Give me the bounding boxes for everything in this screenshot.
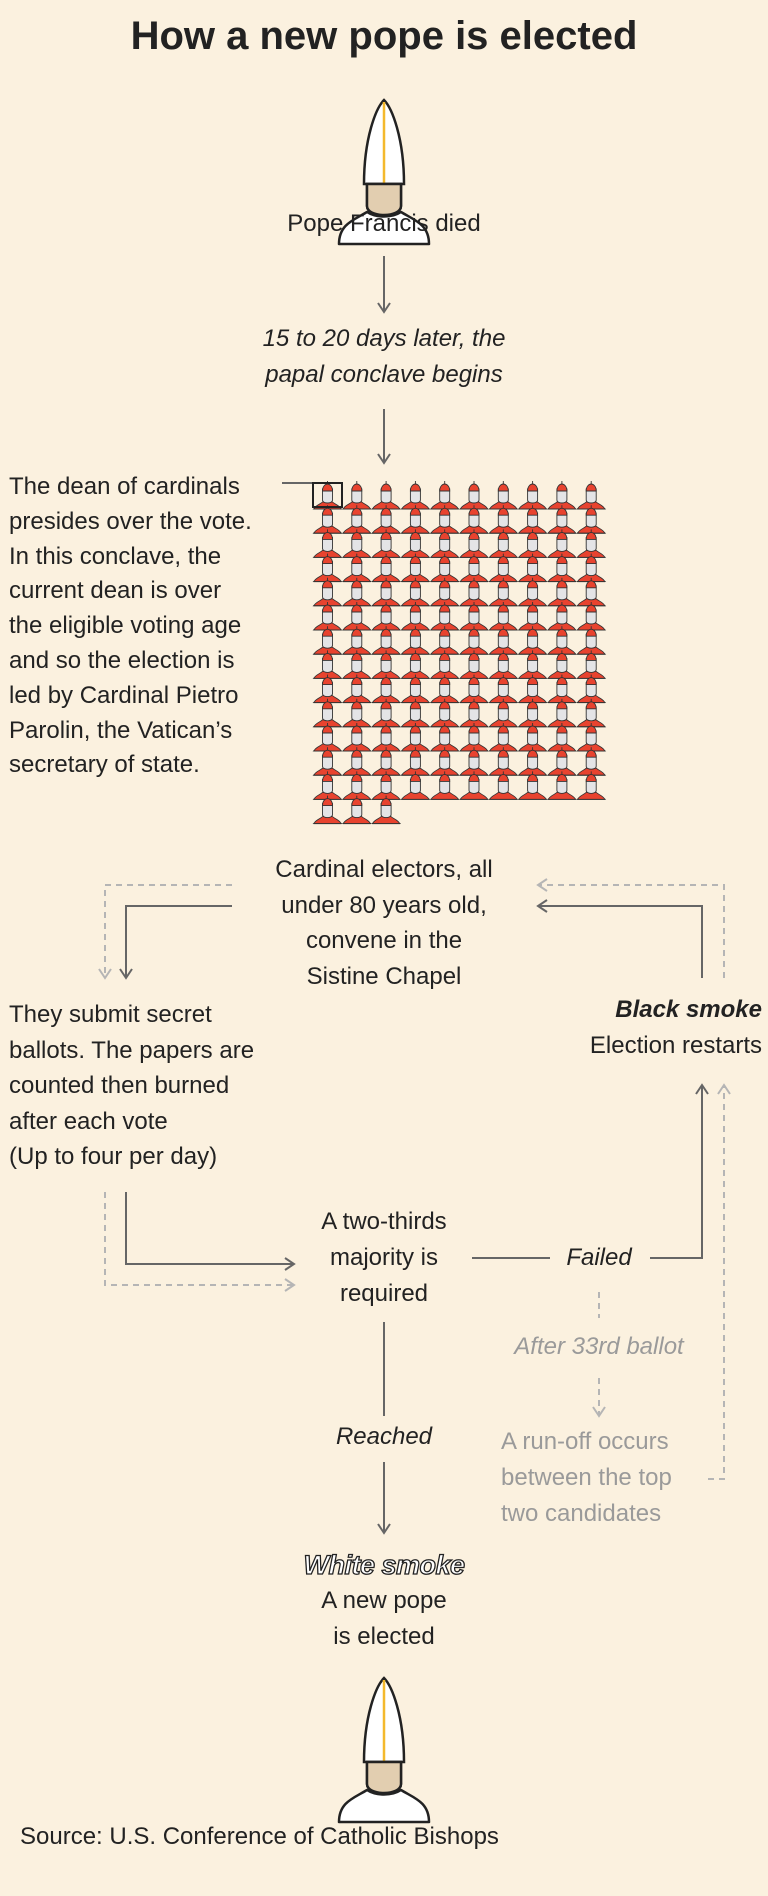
- dean-note-line: led by Cardinal Pietro: [9, 681, 239, 709]
- delay-line: papal conclave begins: [265, 361, 503, 388]
- dashed-arrow-electors-to-ballots: [98, 884, 232, 980]
- cardinal-icon: [576, 480, 606, 510]
- majority-line: A two-thirds: [321, 1208, 447, 1235]
- black-smoke-box: Black smoke Election restarts: [590, 992, 762, 1064]
- arrow-failed-to-restart: [650, 1083, 709, 1259]
- failed-label: Failed: [566, 1244, 632, 1271]
- electors-line: convene in the: [305, 927, 463, 954]
- arrow-restart-to-electors: [536, 899, 703, 978]
- cardinal-icon: [459, 480, 489, 510]
- dean-note-line: the eligible voting age: [9, 612, 242, 640]
- delay-line: 15 to 20 days later, the: [262, 325, 506, 352]
- black-smoke-text: Election restarts: [589, 1032, 762, 1059]
- dean-note: The dean of cardinals presides over the …: [9, 470, 252, 783]
- delay-label: 15 to 20 days later, the papal conclave …: [0, 321, 768, 393]
- cardinal-grid: [313, 480, 606, 825]
- after-33rd-ballot-label: After 33rd ballot: [514, 1333, 684, 1360]
- runoff-line: two candidates: [501, 1500, 662, 1527]
- majority-box: A two-thirds majority is required: [284, 1204, 484, 1312]
- dean-note-line: and so the election is: [9, 646, 235, 674]
- cardinal-icon: [400, 480, 430, 510]
- cardinal-icon: [342, 480, 372, 510]
- cardinal-icon: [371, 480, 401, 510]
- ballots-line: They submit secret: [9, 1001, 212, 1028]
- majority-line: required: [339, 1280, 429, 1307]
- runoff-box: A run-off occurs between the top two can…: [501, 1424, 672, 1532]
- white-smoke-box: White smoke A new pope is elected: [234, 1547, 534, 1655]
- dean-note-line: secretary of state.: [9, 751, 200, 779]
- dean-note-line: presides over the vote.: [9, 507, 252, 535]
- new-pope-line: A new pope: [321, 1587, 447, 1614]
- start-label: Pope Francis died: [287, 210, 481, 237]
- ballots-line: ballots. The papers are: [9, 1036, 255, 1064]
- cardinal-icon: [488, 480, 518, 510]
- reached-label: Reached: [335, 1423, 433, 1450]
- ballots-line: after each vote: [9, 1107, 168, 1135]
- dean-note-line: current dean is over: [9, 577, 222, 605]
- majority-line: majority is: [329, 1244, 438, 1271]
- electors-line: Cardinal electors, all: [275, 856, 493, 883]
- dashed-arrow-restart-to-electors: [536, 878, 725, 978]
- arrow-electors-to-ballots: [119, 905, 232, 980]
- electors-box: Cardinal electors, all under 80 years ol…: [234, 852, 534, 994]
- black-smoke-label: Black smoke: [615, 996, 762, 1023]
- electors-line: Sistine Chapel: [306, 962, 462, 990]
- dean-note-line: In this conclave, the: [9, 542, 222, 570]
- runoff-line: A run-off occurs: [501, 1428, 669, 1455]
- cardinal-icon: [547, 480, 577, 510]
- ballots-line: (Up to four per day): [9, 1143, 218, 1170]
- new-pope-line: is elected: [333, 1623, 435, 1650]
- dean-cardinal-icon: [313, 480, 342, 510]
- cardinal-icon: [430, 480, 460, 510]
- dashed-arrow-runoff-to-restart: [708, 1083, 731, 1480]
- ballots-line: counted then burned: [9, 1072, 230, 1099]
- runoff-line: between the top: [501, 1464, 672, 1491]
- arrow-ballots-to-majority: [125, 1192, 296, 1271]
- pope-icon-bottom: [337, 1676, 431, 1824]
- page-title: How a new pope is elected: [130, 14, 638, 58]
- ballots-box: They submit secret ballots. The papers a…: [9, 997, 254, 1175]
- white-smoke-label: White smoke: [303, 1549, 466, 1580]
- dashed-arrow-ballots-to-majority: [104, 1192, 296, 1292]
- dean-highlight-box: [312, 482, 343, 508]
- dean-note-line: Parolin, the Vatican’s: [9, 716, 233, 744]
- electors-line: under 80 years old,: [281, 891, 487, 919]
- dean-note-line: The dean of cardinals: [9, 473, 240, 500]
- cardinal-icon: [518, 480, 548, 510]
- source-note: Source: U.S. Conference of Catholic Bish…: [20, 1823, 499, 1850]
